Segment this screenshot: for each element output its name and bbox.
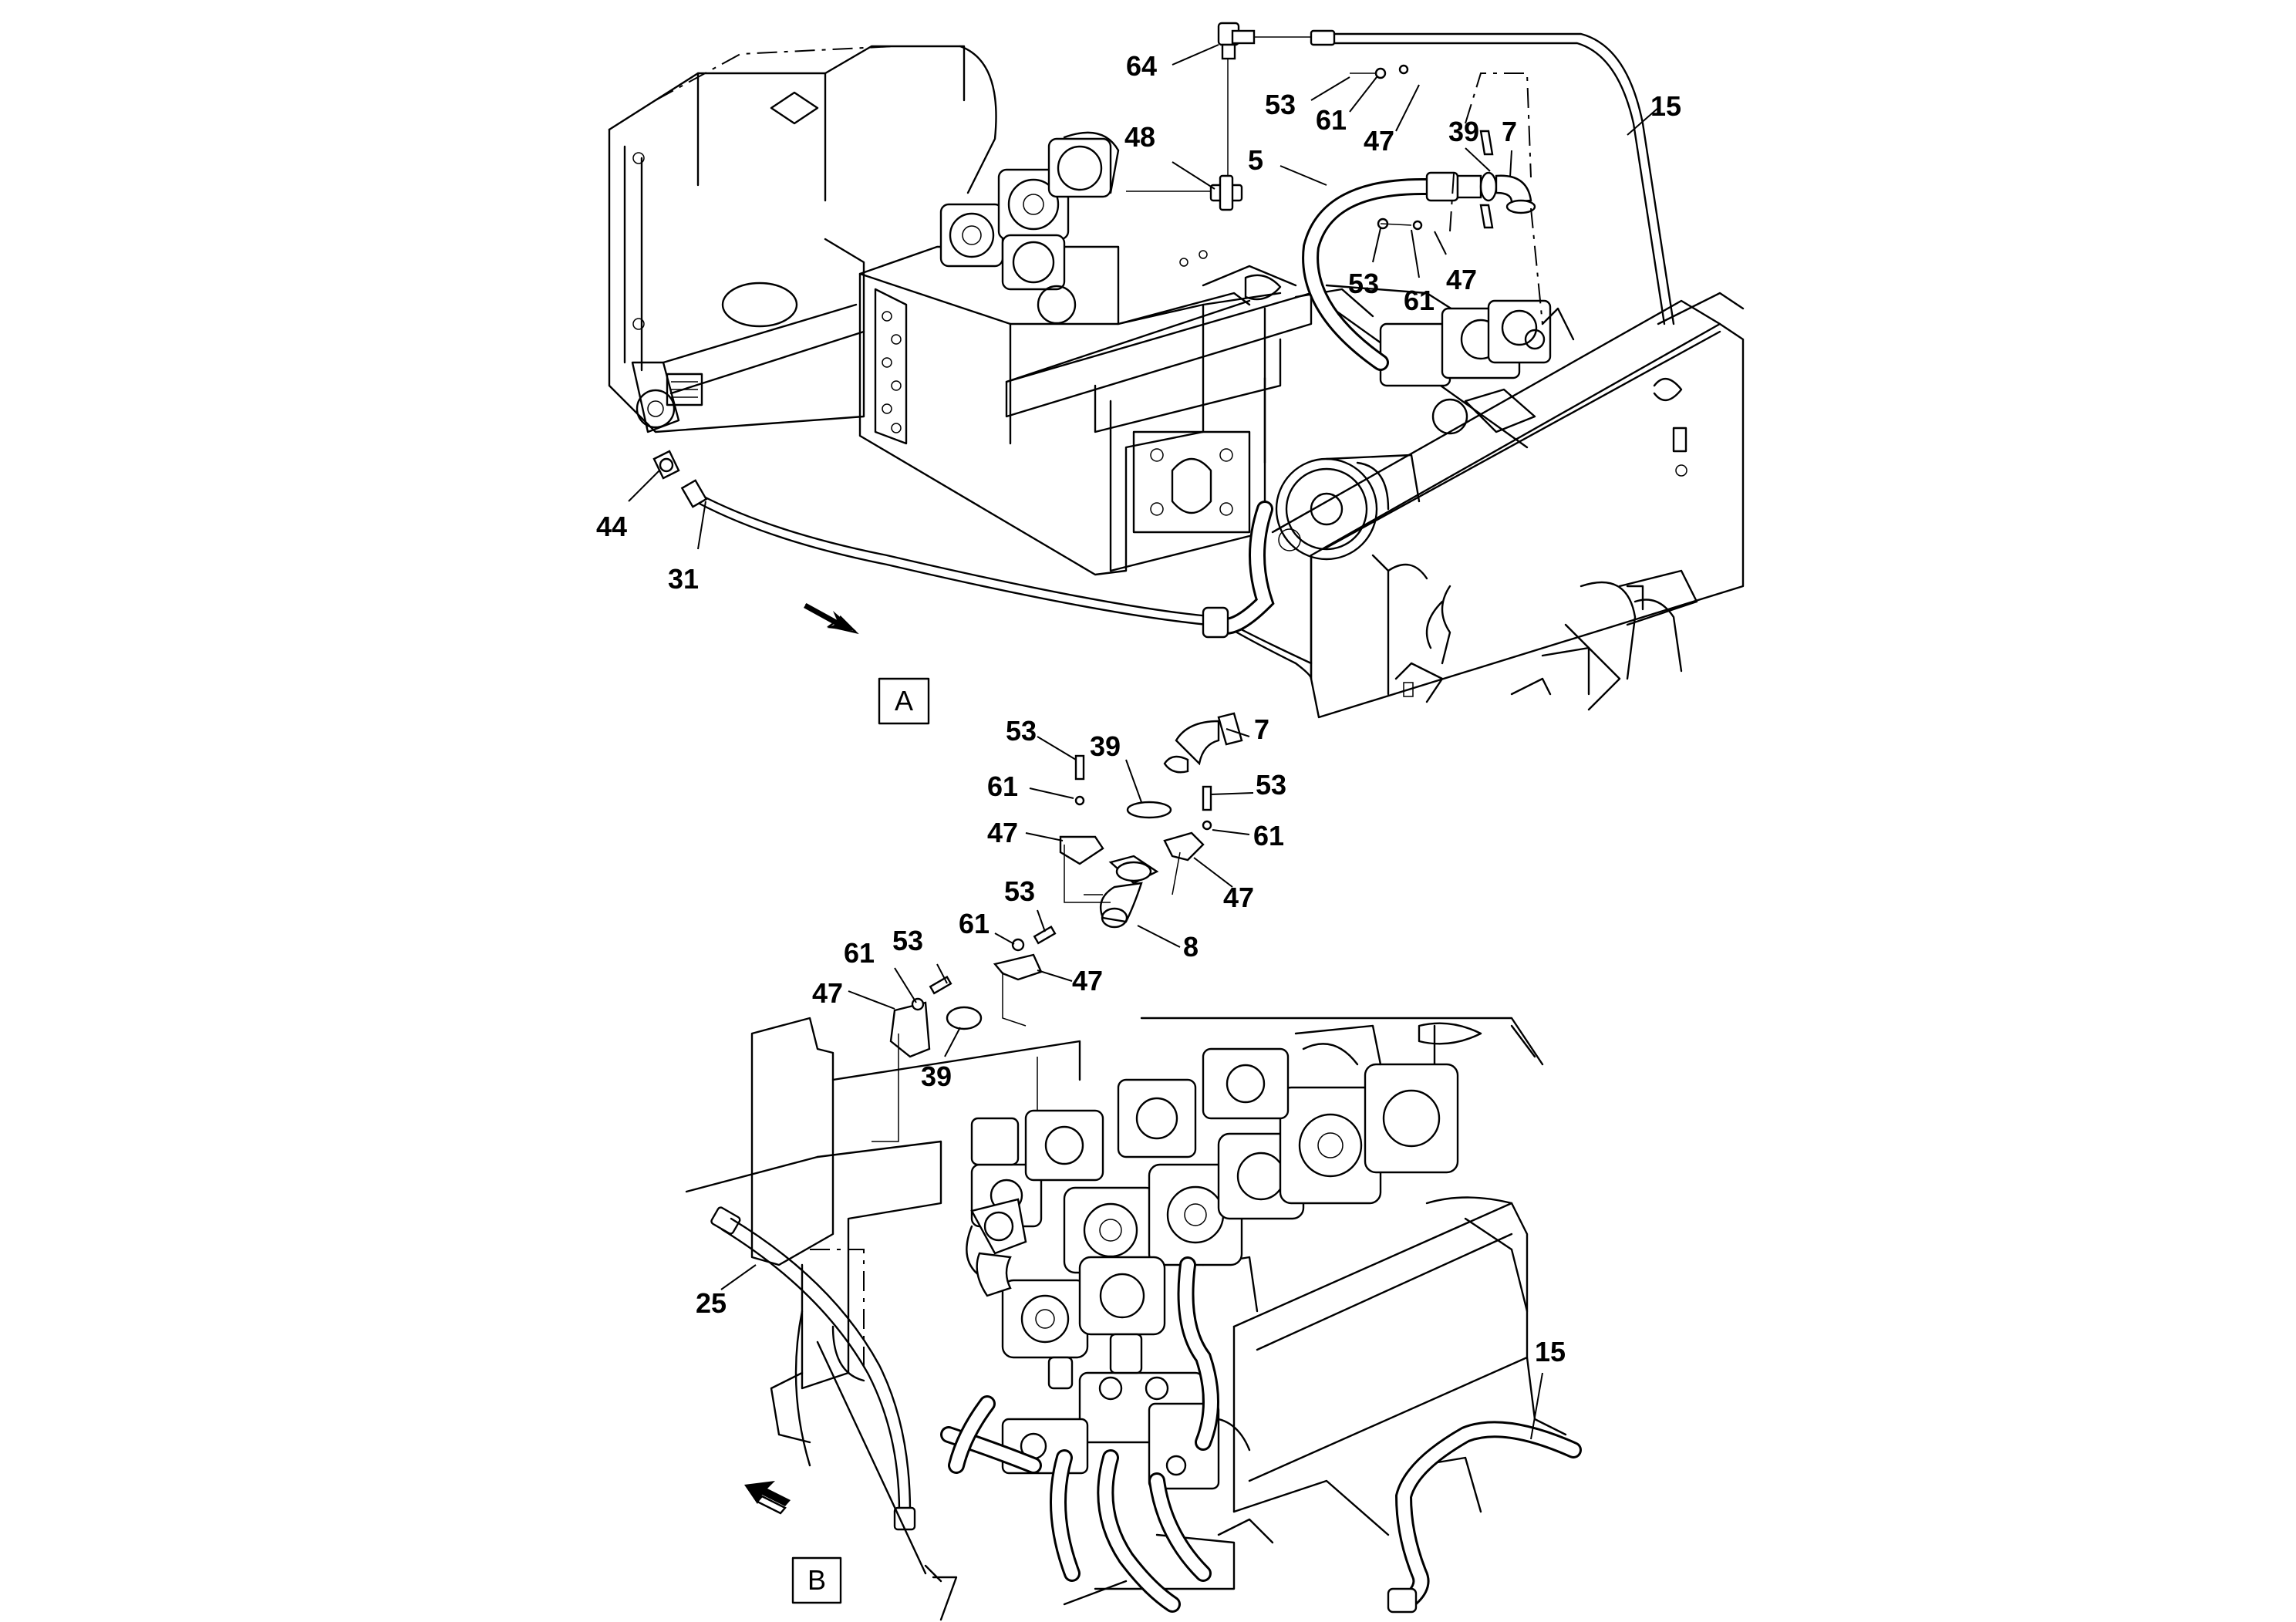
hose-15-a [1310,29,1675,325]
callout: 53 [892,925,923,956]
view-a-label-box: A [878,677,930,725]
direction-arrow-icon [804,602,859,635]
half-flanges-b [889,831,1205,1058]
view-a: A [608,22,1745,725]
callout: 47 [987,817,1018,848]
callout: 7 [1502,116,1517,147]
callout: 39 [1448,116,1479,147]
hose-15-b [1387,1421,1582,1614]
callout: 61 [1253,820,1284,851]
callout: 53 [1006,715,1037,747]
callout: 39 [1090,730,1121,762]
direction-arrow-icon [744,1481,791,1515]
elbow-8-exploded [1099,855,1159,929]
hydraulic-tank [858,245,1282,576]
callout: 53 [1348,268,1379,299]
fitting-44 [652,450,680,480]
hoses-b [940,1256,1219,1613]
callout: 64 [1126,50,1157,82]
rear-frame [608,45,997,433]
view-b-boundary [685,1155,958,1621]
callout: 47 [1223,882,1254,913]
tee-48 [1126,174,1243,211]
callout: 53 [1265,89,1296,120]
callout: 7 [1254,713,1269,745]
fitting-row [882,311,902,433]
callout: 53 [1004,875,1035,907]
callout: 61 [1316,104,1347,136]
elbow-7-exploded [1126,712,1243,819]
view-a-label: A [895,685,913,717]
callout: 15 [1535,1336,1566,1367]
callout: 47 [1446,264,1477,295]
callout: 15 [1650,90,1681,122]
callout: 61 [987,771,1018,802]
hose-31 [680,479,1313,680]
callout: 47 [1364,125,1394,157]
filter-pump-cluster [939,131,1120,325]
callout: 39 [921,1061,952,1092]
view-b: B [685,712,1582,1621]
fitting-64 [1217,22,1311,185]
callout: 61 [959,908,990,939]
callout: 53 [1256,769,1286,801]
bolts-washers-b [911,754,1212,1030]
hose-25 [710,1206,916,1531]
main-chassis-frame [1005,265,1745,719]
view-a-callouts: 64 53 61 47 15 48 5 39 7 53 61 47 44 31 [596,44,1681,595]
callout: 5 [1248,144,1263,176]
elbow-7-assembly-a [1350,64,1543,325]
view-b-callouts: 53 39 7 61 53 47 61 47 53 8 61 53 61 47 … [696,713,1566,1440]
mounted-elbow-b [970,1198,1027,1297]
view-b-label: B [807,1564,826,1596]
callout: 8 [1183,931,1199,963]
callout: 31 [668,563,699,595]
view-b-label-box: B [791,1556,842,1604]
callout: 47 [1072,965,1103,996]
pump-cluster-b [966,1024,1459,1359]
callout: 25 [696,1287,727,1319]
callout: 44 [596,511,627,542]
callout: 61 [844,937,875,969]
callout: 47 [812,977,843,1009]
callout: 48 [1124,121,1155,153]
callout: 61 [1404,285,1435,316]
hose-5 [1202,171,1459,639]
